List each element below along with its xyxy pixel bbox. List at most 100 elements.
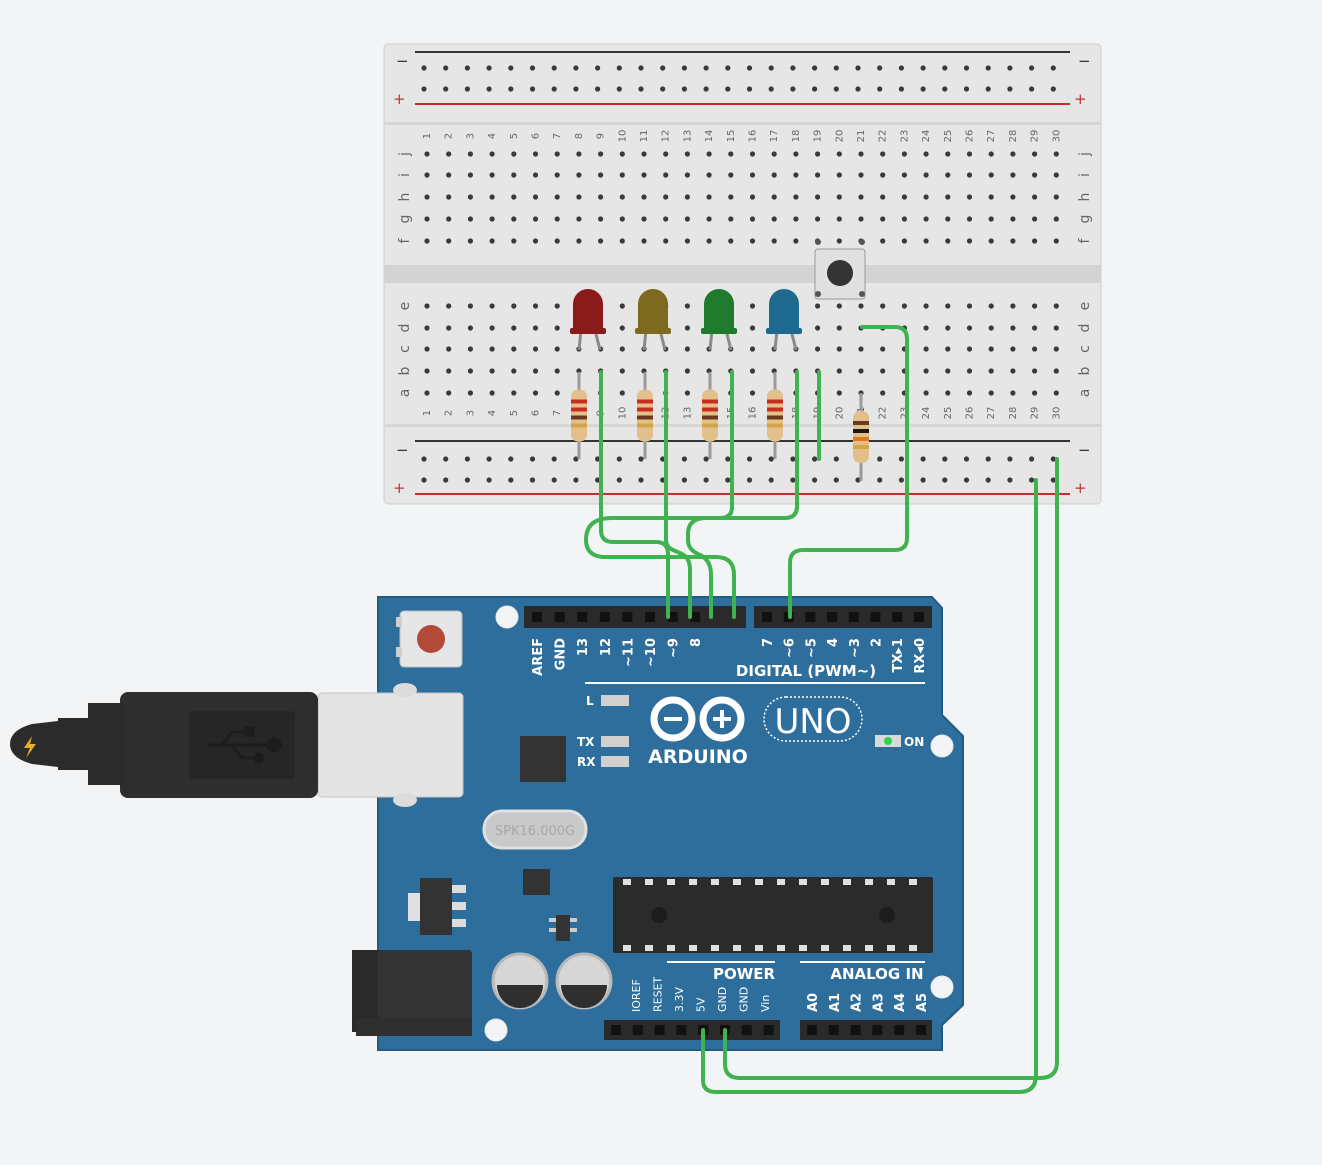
- breadboard-hole[interactable]: [966, 151, 973, 157]
- breadboard-hole[interactable]: [815, 303, 821, 309]
- rail-hole[interactable]: [595, 456, 601, 462]
- breadboard-hole[interactable]: [880, 238, 886, 244]
- breadboard-hole[interactable]: [489, 346, 495, 352]
- breadboard-hole[interactable]: [663, 151, 669, 157]
- breadboard-hole[interactable]: [424, 303, 430, 309]
- breadboard-hole[interactable]: [1053, 194, 1059, 200]
- rail-hole[interactable]: [898, 86, 905, 92]
- breadboard-hole[interactable]: [966, 172, 973, 178]
- breadboard-hole[interactable]: [988, 368, 994, 374]
- breadboard-hole[interactable]: [966, 325, 973, 331]
- breadboard-hole[interactable]: [901, 194, 908, 200]
- breadboard-hole[interactable]: [771, 238, 777, 244]
- rail-hole[interactable]: [725, 477, 731, 483]
- breadboard-hole[interactable]: [576, 151, 582, 157]
- breadboard-hole[interactable]: [988, 346, 994, 352]
- rail-hole[interactable]: [877, 86, 883, 92]
- breadboard-hole[interactable]: [641, 194, 647, 200]
- breadboard-hole[interactable]: [532, 303, 539, 309]
- analog-pin-socket[interactable]: [872, 1025, 883, 1035]
- breadboard-hole[interactable]: [858, 194, 864, 200]
- breadboard-hole[interactable]: [988, 238, 994, 244]
- breadboard-hole[interactable]: [728, 238, 734, 244]
- digital-pin-socket[interactable]: [762, 612, 772, 622]
- resistor[interactable]: [571, 372, 587, 459]
- breadboard-hole[interactable]: [532, 390, 539, 396]
- rail-hole[interactable]: [963, 65, 970, 71]
- rail-hole[interactable]: [573, 477, 579, 483]
- breadboard-hole[interactable]: [554, 172, 560, 178]
- rail-hole[interactable]: [595, 86, 601, 92]
- breadboard-hole[interactable]: [576, 216, 582, 222]
- breadboard-hole[interactable]: [619, 390, 625, 396]
- breadboard-hole[interactable]: [923, 194, 929, 200]
- breadboard-hole[interactable]: [836, 151, 842, 157]
- breadboard-hole[interactable]: [793, 216, 799, 222]
- breadboard-hole[interactable]: [793, 172, 799, 178]
- rail-hole[interactable]: [1050, 477, 1056, 483]
- resistor[interactable]: [853, 393, 869, 481]
- breadboard-hole[interactable]: [1032, 216, 1038, 222]
- rail-hole[interactable]: [1029, 477, 1035, 483]
- resistor[interactable]: [767, 372, 783, 459]
- rail-hole[interactable]: [833, 456, 839, 462]
- rail-hole[interactable]: [616, 456, 622, 462]
- breadboard-hole[interactable]: [467, 346, 473, 352]
- breadboard-hole[interactable]: [663, 238, 669, 244]
- rail-hole[interactable]: [638, 456, 644, 462]
- breadboard-hole[interactable]: [880, 390, 886, 396]
- breadboard-hole[interactable]: [858, 216, 864, 222]
- breadboard-hole[interactable]: [923, 325, 929, 331]
- breadboard-hole[interactable]: [1010, 368, 1016, 374]
- rail-hole[interactable]: [855, 65, 861, 71]
- breadboard-hole[interactable]: [489, 325, 495, 331]
- breadboard-hole[interactable]: [923, 172, 929, 178]
- rail-hole[interactable]: [464, 477, 470, 483]
- breadboard-hole[interactable]: [489, 303, 495, 309]
- breadboard-hole[interactable]: [815, 216, 821, 222]
- breadboard-hole[interactable]: [1032, 238, 1038, 244]
- breadboard-hole[interactable]: [446, 368, 452, 374]
- breadboard-hole[interactable]: [815, 172, 821, 178]
- digital-pin-socket[interactable]: [892, 612, 903, 622]
- breadboard-hole[interactable]: [836, 368, 842, 374]
- breadboard-hole[interactable]: [424, 346, 430, 352]
- breadboard-hole[interactable]: [424, 368, 430, 374]
- breadboard-hole[interactable]: [836, 238, 842, 244]
- breadboard-hole[interactable]: [923, 346, 929, 352]
- breadboard-hole[interactable]: [923, 238, 929, 244]
- rail-hole[interactable]: [768, 477, 774, 483]
- breadboard-hole[interactable]: [966, 368, 973, 374]
- rail-hole[interactable]: [703, 477, 709, 483]
- digital-pin-socket[interactable]: [554, 612, 565, 622]
- breadboard-hole[interactable]: [532, 216, 539, 222]
- breadboard-hole[interactable]: [532, 172, 539, 178]
- rail-hole[interactable]: [421, 456, 427, 462]
- rail-hole[interactable]: [942, 477, 948, 483]
- rail-hole[interactable]: [790, 477, 796, 483]
- breadboard-hole[interactable]: [446, 194, 452, 200]
- rail-hole[interactable]: [551, 456, 557, 462]
- rail-hole[interactable]: [790, 456, 796, 462]
- digital-pin-socket[interactable]: [913, 612, 924, 622]
- rail-hole[interactable]: [486, 456, 492, 462]
- breadboard-hole[interactable]: [532, 346, 539, 352]
- breadboard-hole[interactable]: [749, 346, 756, 352]
- breadboard-hole[interactable]: [1032, 325, 1038, 331]
- breadboard-hole[interactable]: [576, 238, 582, 244]
- breadboard-hole[interactable]: [511, 390, 517, 396]
- breadboard-hole[interactable]: [1010, 346, 1016, 352]
- rail-hole[interactable]: [985, 86, 991, 92]
- rail-hole[interactable]: [725, 65, 731, 71]
- rail-hole[interactable]: [573, 86, 579, 92]
- breadboard-hole[interactable]: [619, 216, 625, 222]
- rail-hole[interactable]: [464, 456, 470, 462]
- breadboard-hole[interactable]: [1010, 238, 1016, 244]
- breadboard-hole[interactable]: [966, 303, 973, 309]
- breadboard-hole[interactable]: [901, 238, 908, 244]
- rail-hole[interactable]: [768, 65, 774, 71]
- breadboard-hole[interactable]: [619, 303, 625, 309]
- breadboard-hole[interactable]: [489, 172, 495, 178]
- rail-hole[interactable]: [812, 456, 818, 462]
- breadboard-hole[interactable]: [1010, 172, 1016, 178]
